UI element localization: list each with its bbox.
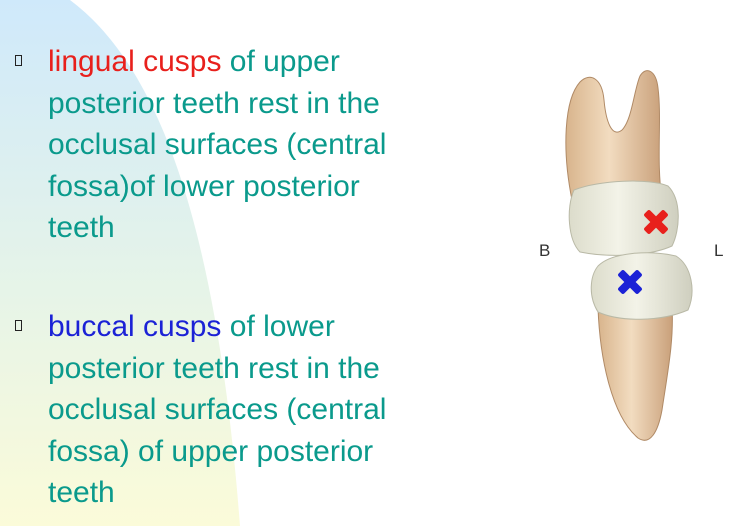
x-mark-icon [618,270,642,294]
bullet-text: of upper posterior teeth rest in the occ… [48,45,387,244]
tooth-occlusion-illustration [565,70,693,441]
bullet-lingual-cusps: lingual cusps of upper posterior teeth r… [15,41,408,249]
lower-tooth-crown [590,252,693,320]
x-mark-icon [644,210,668,234]
label-buccal: B [539,241,551,260]
bullet-text: of lower posterior teeth rest in the occ… [48,310,387,509]
keyword-buccal-cusps: buccal cusps [48,310,222,343]
keyword-lingual-cusps: lingual cusps [48,45,222,78]
label-lingual: L [714,241,724,260]
lower-tooth-root [597,305,673,441]
bullet-marker-icon [15,320,22,331]
bullet-marker-icon [15,55,22,66]
bullet-buccal-cusps: buccal cusps of lower posterior teeth re… [15,306,408,514]
upper-tooth-root [565,70,663,201]
upper-tooth-crown [568,180,679,256]
